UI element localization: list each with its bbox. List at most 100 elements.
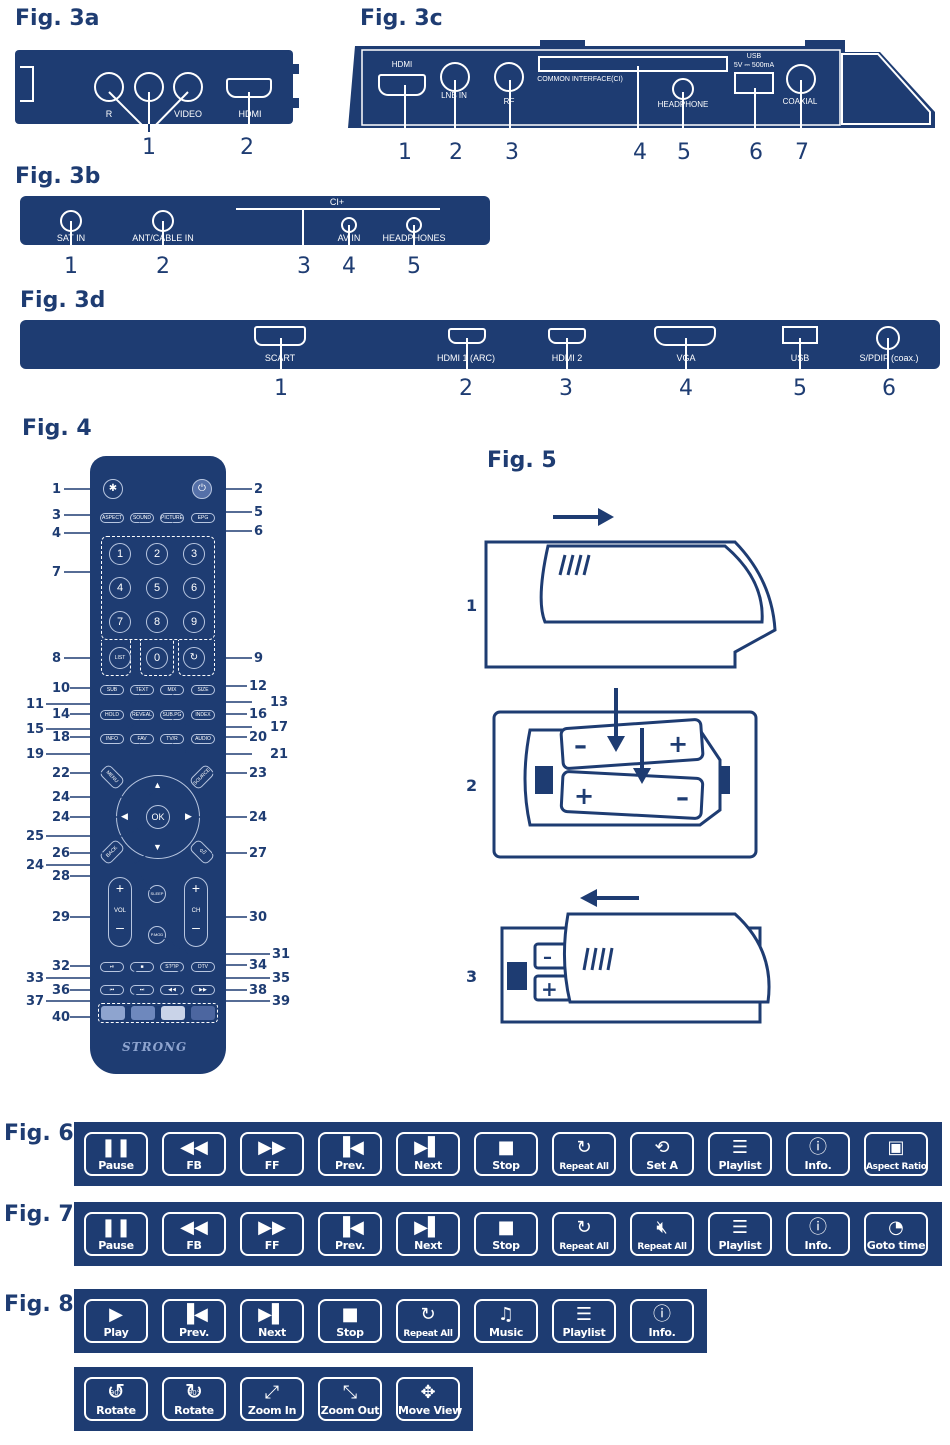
button-label: Stop (336, 1326, 364, 1339)
button-label: Zoom Out (320, 1404, 380, 1417)
rotate-degree-badge: 90° (187, 1389, 201, 1397)
button-label: FB (186, 1159, 202, 1172)
fig6-title: Fig. 6 (4, 1121, 74, 1146)
remote-color-button-2 (131, 1006, 155, 1020)
stop-button[interactable]: ■Stop (474, 1132, 538, 1176)
fast-forward-button[interactable]: ▶▶FF (240, 1212, 304, 1256)
button-label: Info. (648, 1326, 676, 1339)
button-label: Pause (98, 1239, 134, 1252)
info-icon: ⓘ (809, 1137, 827, 1158)
aspect-ratio-button[interactable]: ▣Aspect Ratio (864, 1132, 928, 1176)
clock-icon: ◔ (888, 1217, 904, 1238)
button-label: Pause (98, 1159, 134, 1172)
fig3b-callout-1: 1 (64, 254, 78, 279)
fig3b-ci-label: CI+ (329, 197, 345, 207)
remote-callout-3: 3 (52, 508, 62, 523)
remote-vol-label: VOL (113, 908, 126, 914)
remote-callout-15: 15 (26, 722, 45, 737)
remote-forward-button: ▶▶ (191, 985, 215, 995)
remote-color-button-4 (191, 1006, 215, 1020)
zoom-out-button[interactable]: ⤡Zoom Out (318, 1377, 382, 1421)
fig5-step3-illustration: – + (500, 889, 771, 1024)
repeat-ab-icon: ⟲ (654, 1137, 670, 1158)
clock-button[interactable]: ◔Goto time (864, 1212, 928, 1256)
rotate-left-icon: ↺90° (86, 1382, 146, 1404)
fig3c-hdmi-port (378, 74, 426, 96)
remote-keypad-frame (101, 536, 215, 640)
fig3c-callout-5: 5 (677, 140, 691, 165)
playlist-button[interactable]: ☰Playlist (708, 1212, 772, 1256)
remote-color-frame (98, 1003, 218, 1023)
stop-icon: ■ (341, 1304, 359, 1325)
remote-key-5: 5 (146, 577, 168, 599)
button-label: Playlist (562, 1326, 606, 1339)
mute-button[interactable]: 🔇︎Repeat All (630, 1212, 694, 1256)
remote-callout-13: 13 (270, 695, 289, 710)
next-button[interactable]: ▶▌Next (396, 1132, 460, 1176)
move-view-button[interactable]: ✥Move View (396, 1377, 462, 1421)
pause-button[interactable]: ❚❚Pause (84, 1212, 148, 1256)
fig3d-callout-1: 1 (274, 376, 288, 401)
remote-callout-4: 4 (52, 526, 62, 541)
button-label: Playlist (718, 1239, 762, 1252)
remote-up-arrow-icon: ▲ (153, 780, 162, 790)
remote-callout-20: 20 (249, 730, 268, 745)
fast-backward-button[interactable]: ◀◀FB (162, 1212, 226, 1256)
pause-button[interactable]: ❚❚Pause (84, 1132, 148, 1176)
remote-key-6: 6 (183, 577, 205, 599)
next-button[interactable]: ▶▌Next (240, 1299, 304, 1343)
remote-callout-7: 7 (52, 565, 62, 580)
remote-left-arrow-icon: ◀ (121, 811, 128, 821)
remote-callout-6: 6 (254, 524, 264, 539)
remote-callout-24d: 24 (249, 810, 268, 825)
fast-forward-icon: ▶▶ (258, 1137, 286, 1158)
remote-ch-label: CH (191, 908, 201, 914)
repeat-ab-button[interactable]: ⟲Set A (630, 1132, 694, 1176)
pause-icon: ❚❚ (100, 1217, 132, 1238)
remote-key-4: 4 (109, 577, 131, 599)
button-label: Rotate (96, 1404, 136, 1417)
remote-pmode-button: P.MOD (148, 926, 166, 944)
mute-icon: 🔇︎ (656, 1217, 668, 1238)
remote-callout-12: 12 (249, 679, 268, 694)
remote-callout-29: 29 (52, 910, 71, 925)
fig5-step1-illustration (484, 508, 777, 669)
button-label: Music (488, 1326, 524, 1339)
fig3c-callout-3: 3 (505, 140, 519, 165)
repeat-button[interactable]: ↻Repeat All (552, 1132, 616, 1176)
repeat-button[interactable]: ↻Repeat All (552, 1212, 616, 1256)
fast-backward-button[interactable]: ◀◀FB (162, 1132, 226, 1176)
remote-hold-button: HOLD (100, 710, 124, 720)
remote-power-button: ⏻ (192, 479, 212, 499)
stop-button[interactable]: ■Stop (318, 1299, 382, 1343)
previous-button[interactable]: ▐◀Prev. (318, 1212, 382, 1256)
rotate-left-button[interactable]: ↺90°Rotate (84, 1377, 148, 1421)
playlist-button[interactable]: ☰Playlist (552, 1299, 616, 1343)
playlist-button[interactable]: ☰Playlist (708, 1132, 772, 1176)
zoom-in-button[interactable]: ⤢Zoom In (240, 1377, 304, 1421)
remote-callout-8: 8 (52, 651, 62, 666)
play-button[interactable]: ▶Play (84, 1299, 148, 1343)
fast-forward-button[interactable]: ▶▶FF (240, 1132, 304, 1176)
fig3d-callout-5: 5 (793, 376, 807, 401)
button-label: Rotate (174, 1404, 214, 1417)
button-label: Next (258, 1326, 286, 1339)
rotate-right-button[interactable]: ↻90°Rotate (162, 1377, 226, 1421)
previous-button[interactable]: ▐◀Prev. (318, 1132, 382, 1176)
next-icon: ▶▌ (414, 1137, 442, 1158)
repeat-button[interactable]: ↻Repeat All (396, 1299, 460, 1343)
remote-key-2: 2 (146, 543, 168, 565)
fig6-bar: ❚❚Pause ◀◀FB ▶▶FF ▐◀Prev. ▶▌Next ■Stop ↻Repeat… (74, 1122, 942, 1186)
music-button[interactable]: ♫Music (474, 1299, 538, 1343)
remote-dtv-button: DTV (191, 962, 215, 972)
button-label: Repeat All (403, 1329, 453, 1339)
previous-button[interactable]: ▐◀Prev. (162, 1299, 226, 1343)
button-label: Play (103, 1326, 129, 1339)
next-button[interactable]: ▶▌Next (396, 1212, 460, 1256)
stop-button[interactable]: ■Stop (474, 1212, 538, 1256)
